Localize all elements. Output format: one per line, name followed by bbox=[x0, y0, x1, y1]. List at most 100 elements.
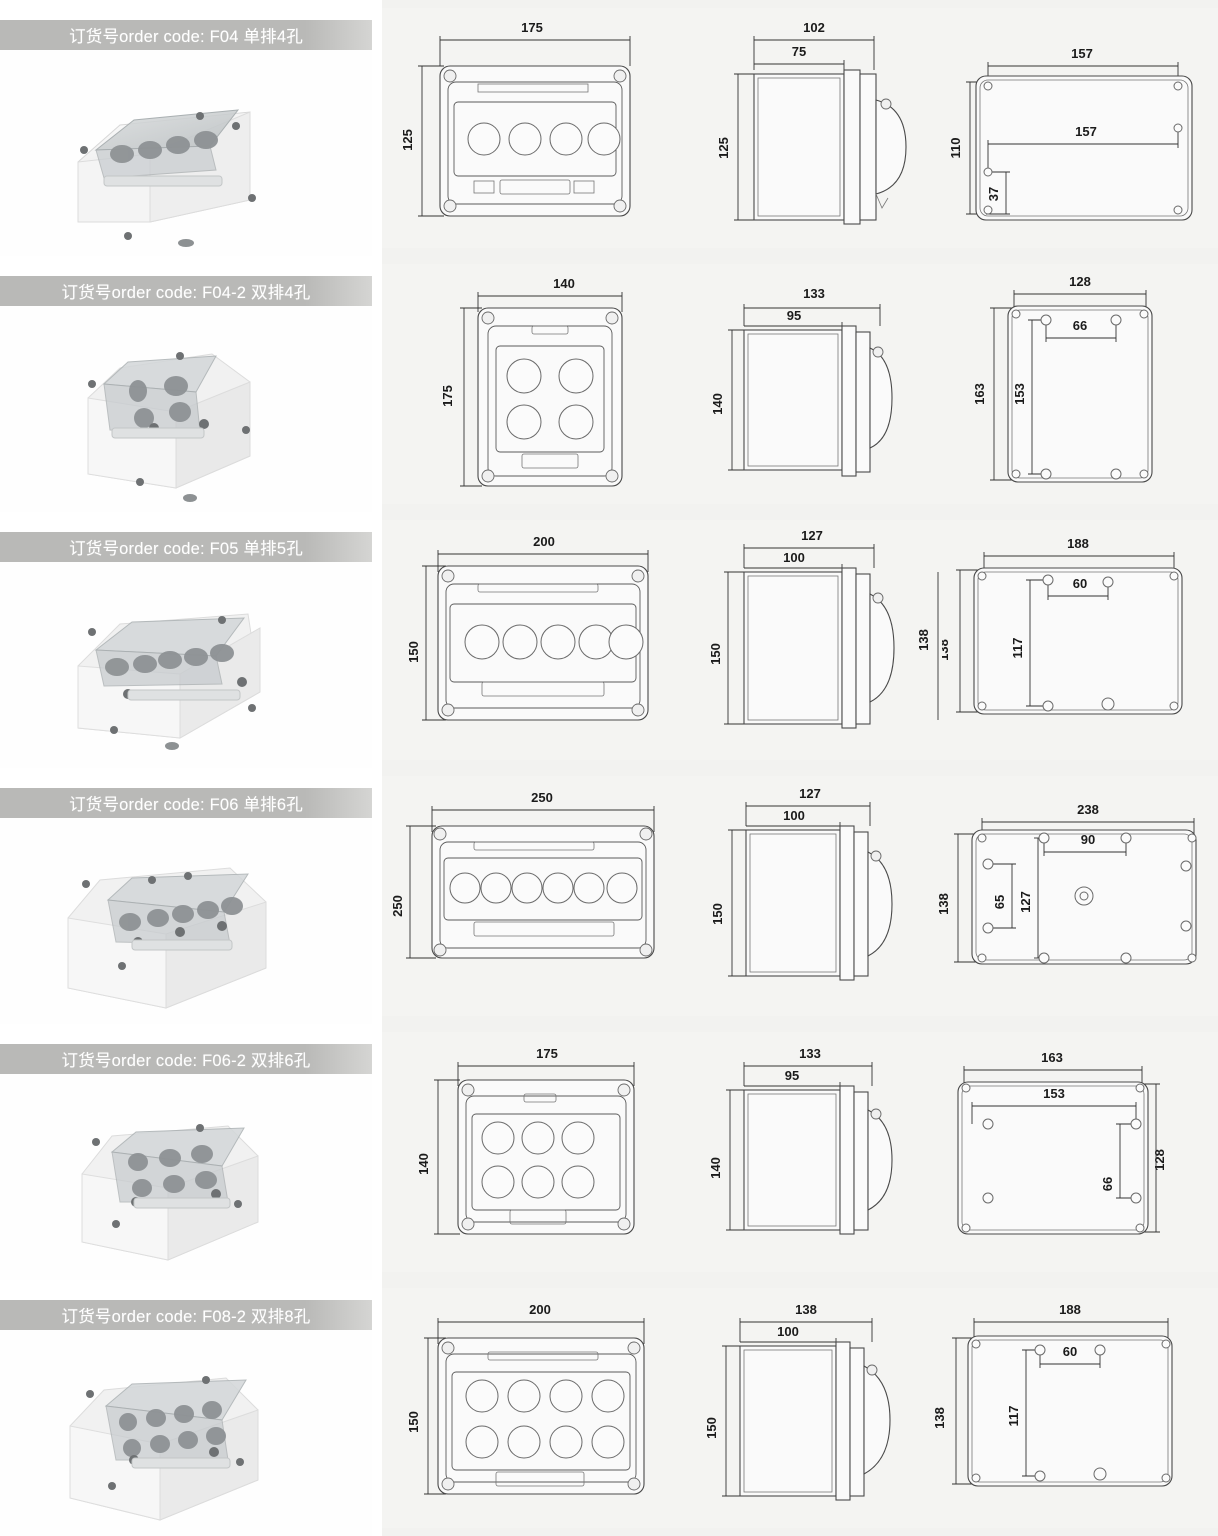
photo-area bbox=[0, 306, 372, 512]
front-height-dim: 175 bbox=[440, 385, 455, 407]
product-photo-panel: 订货号order code: F04-2 双排4孔 bbox=[0, 256, 376, 512]
product-photo-panel: 订货号order code: F08-2 双排8孔 bbox=[0, 1280, 376, 1536]
back-inner-height-dim: 127 bbox=[1018, 891, 1033, 913]
back-height-dim: 163 bbox=[972, 383, 987, 405]
front-width-dim: 200 bbox=[529, 1302, 551, 1317]
drawing-strip: 200 150 127 bbox=[382, 520, 1218, 760]
back-inner-width-dim: 60 bbox=[1063, 1344, 1077, 1359]
side-body-depth-dim: 100 bbox=[783, 550, 805, 565]
back-width-dim: 238 bbox=[1077, 802, 1099, 817]
drawing-strip: 140 175 133 bbox=[382, 264, 1218, 504]
back-inner-height-dim: 66 bbox=[1100, 1177, 1115, 1191]
front-view: 140 175 bbox=[422, 264, 702, 504]
back-view: 128 163 66 153 bbox=[952, 264, 1210, 504]
back-view: 163 128 153 66 bbox=[932, 1032, 1200, 1272]
photo-area bbox=[0, 50, 372, 256]
order-code-label: 订货号order code: F04-2 双排4孔 bbox=[61, 284, 311, 302]
side-body-depth-dim: 100 bbox=[783, 808, 805, 823]
side-view: 127 100 150 bbox=[702, 776, 932, 1016]
front-height-dim: 150 bbox=[406, 1411, 421, 1433]
back-extra-dim: 65 bbox=[992, 895, 1007, 909]
back-width-dim: 128 bbox=[1069, 274, 1091, 289]
side-total-depth-dim: 133 bbox=[799, 1046, 821, 1061]
drawings-panel: 175 140 bbox=[376, 1024, 1218, 1280]
photo-area bbox=[0, 1330, 372, 1536]
back-inner-width-dim: 60 bbox=[1073, 576, 1087, 591]
back-inner-width-dim: 157 bbox=[1075, 124, 1097, 139]
product-row: 订货号order code: F06-2 双排6孔 bbox=[0, 1024, 1218, 1280]
side-total-depth-dim: 133 bbox=[803, 286, 825, 301]
product-photo-panel: 订货号order code: F05 单排5孔 bbox=[0, 512, 376, 768]
photo-area bbox=[0, 562, 372, 768]
product-row: 订货号order code: F04-2 双排4孔 bbox=[0, 256, 1218, 512]
back-inner-height-dim: 117 bbox=[1010, 638, 1025, 659]
side-height-dim: 140 bbox=[708, 1157, 723, 1179]
front-width-dim: 140 bbox=[553, 276, 575, 291]
side-total-depth-dim: 138 bbox=[795, 1302, 817, 1317]
side-total-depth-dim: 127 bbox=[801, 528, 823, 543]
back-height-dim: 138 bbox=[938, 893, 951, 915]
side-view: 102 75 125 bbox=[702, 8, 942, 248]
product-row: 订货号order code: F06 单排6孔 bbox=[0, 768, 1218, 1024]
front-view: 200 150 bbox=[400, 1288, 700, 1528]
order-code-band: 订货号order code: F05 单排5孔 bbox=[0, 532, 372, 562]
order-code-label: 订货号order code: F04 单排4孔 bbox=[69, 28, 303, 46]
back-height-dim: 138 bbox=[932, 1407, 947, 1429]
photo-area bbox=[0, 818, 372, 1024]
order-code-label: 订货号order code: F06-2 双排6孔 bbox=[61, 1052, 311, 1070]
front-height-dim: 125 bbox=[400, 129, 415, 151]
order-code-band: 订货号order code: F08-2 双排8孔 bbox=[0, 1300, 372, 1330]
product-photo bbox=[0, 50, 372, 256]
product-photo bbox=[0, 306, 372, 512]
back-width-dim: 188 bbox=[1059, 1302, 1081, 1317]
back-width-dim: 157 bbox=[1071, 46, 1093, 61]
front-height-dim: 150 bbox=[406, 641, 421, 663]
back-inner-height-dim: 37 bbox=[986, 187, 1001, 201]
order-code-band: 订货号order code: F04 单排4孔 bbox=[0, 20, 372, 50]
order-code-band: 订货号order code: F04-2 双排4孔 bbox=[0, 276, 372, 306]
back-inner-height-dim: 153 bbox=[1012, 383, 1027, 405]
drawing-strip: 175 140 bbox=[382, 1032, 1218, 1272]
side-body-depth-dim: 75 bbox=[792, 44, 806, 59]
front-view: 200 150 bbox=[402, 520, 702, 760]
drawings-panel: 200 150 127 bbox=[376, 512, 1218, 768]
side-body-depth-dim: 100 bbox=[777, 1324, 799, 1339]
front-width-dim: 175 bbox=[536, 1046, 558, 1061]
drawings-panel: 250 250 127 bbox=[376, 768, 1218, 1024]
drawings-panel: 175 125 bbox=[376, 0, 1218, 256]
side-total-depth-dim: 127 bbox=[799, 786, 821, 801]
front-width-dim: 175 bbox=[521, 20, 543, 35]
back-width-dim: 188 bbox=[1067, 536, 1089, 551]
back-height-dim: 110 bbox=[948, 138, 963, 159]
product-row: 订货号order code: F05 单排5孔 bbox=[0, 512, 1218, 768]
front-height-dim: 140 bbox=[416, 1153, 431, 1175]
back-height-dim: 138 bbox=[942, 639, 951, 661]
drawings-panel: 140 175 133 bbox=[376, 256, 1218, 512]
product-row: 订货号order code: F08-2 双排8孔 bbox=[0, 1280, 1218, 1536]
front-width-dim: 250 bbox=[531, 790, 553, 805]
side-total-depth-dim: 102 bbox=[803, 20, 825, 35]
back-height-dim: 128 bbox=[1152, 1149, 1167, 1171]
product-photo-panel: 订货号order code: F04 单排4孔 bbox=[0, 0, 376, 256]
drawing-strip: 175 125 bbox=[382, 8, 1218, 248]
back-inner-height-dim: 117 bbox=[1006, 1406, 1021, 1427]
product-photo bbox=[0, 1074, 372, 1280]
front-view: 175 125 bbox=[382, 8, 702, 248]
back-view: 188 138 60 117 bbox=[942, 520, 1210, 760]
order-code-band: 订货号order code: F06-2 双排6孔 bbox=[0, 1044, 372, 1074]
drawings-panel: 200 150 bbox=[376, 1280, 1218, 1536]
side-view: 133 95 140 bbox=[702, 1032, 932, 1272]
order-code-label: 订货号order code: F06 单排6孔 bbox=[69, 796, 303, 814]
side-height-dim: 125 bbox=[716, 137, 731, 159]
side-body-depth-dim: 95 bbox=[785, 1068, 799, 1083]
product-row: 订货号order code: F04 单排4孔 bbox=[0, 0, 1218, 256]
side-view: 127 100 150 138 bbox=[702, 520, 942, 760]
drawing-strip: 200 150 bbox=[382, 1288, 1218, 1528]
order-code-band: 订货号order code: F06 单排6孔 bbox=[0, 788, 372, 818]
back-view: 188 138 60 117 bbox=[930, 1288, 1198, 1528]
photo-area bbox=[0, 1074, 372, 1280]
back-inner-width-dim: 153 bbox=[1043, 1086, 1065, 1101]
back-width-dim: 163 bbox=[1041, 1050, 1063, 1065]
back-view: 157 110 157 37 bbox=[942, 8, 1218, 248]
